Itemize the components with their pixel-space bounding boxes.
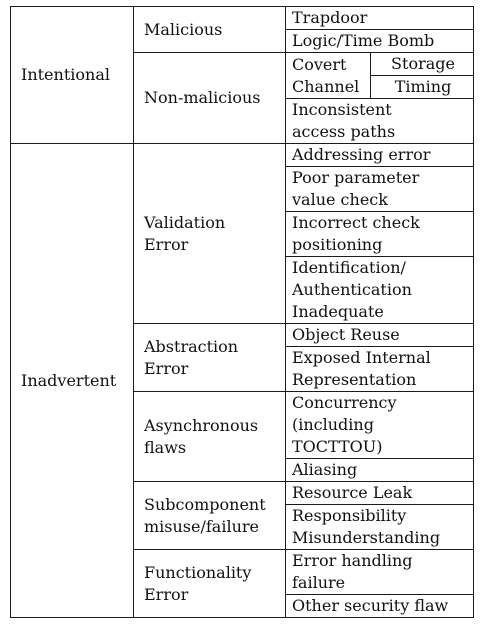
table-row: Asynchronous flaws Concurrency (includin… xyxy=(11,391,475,482)
flaw-taxonomy-table: Intentional Malicious Trapdoor Logic/Tim… xyxy=(10,6,475,618)
inadvertent-cell: Inadvertent xyxy=(10,143,134,618)
functionality-error-cell: Functionality Error xyxy=(133,549,286,618)
table-row: Inadvertent Validation Error Addressing … xyxy=(10,143,475,618)
malicious-cell: Malicious xyxy=(133,6,286,53)
responsibility-misunderstanding-cell: Responsibility Misunderstanding xyxy=(284,504,475,550)
resource-leak-cell: Resource Leak xyxy=(284,481,475,505)
table-row: Non-malicious Covert Channel Storage xyxy=(11,52,475,144)
table-row: Responsibility Misunderstanding xyxy=(11,504,475,550)
non-malicious-cell: Non-malicious xyxy=(133,52,286,144)
logic-time-bomb-cell: Logic/Time Bomb xyxy=(284,29,475,53)
aliasing-cell: Aliasing xyxy=(284,458,475,482)
table-row: Functionality Error Error handling failu… xyxy=(11,549,475,618)
table-row: Intentional Malicious Trapdoor xyxy=(10,6,475,144)
poor-parameter-check-cell: Poor parameter value check xyxy=(284,166,475,212)
table-row: Timing xyxy=(11,75,475,99)
inconsistent-access-paths-cell: Inconsistent access paths xyxy=(284,98,475,144)
table-row: Identification/ Authentication Inadequat… xyxy=(11,256,475,324)
storage-cell: Storage xyxy=(369,52,475,76)
validation-error-cell: Validation Error xyxy=(133,143,286,324)
table-row: Inconsistent access paths xyxy=(11,98,475,144)
table-row: Other security flaw xyxy=(11,594,475,618)
table-row: Logic/Time Bomb xyxy=(11,29,475,53)
concurrency-cell: Concurrency (including TOCTTOU) xyxy=(284,391,475,459)
identification-authentication-cell: Identification/ Authentication Inadequat… xyxy=(284,256,475,324)
table-row: Abstraction Error Object Reuse xyxy=(11,323,475,392)
intentional-cell: Intentional xyxy=(10,6,134,144)
table-row: Exposed Internal Representation xyxy=(11,346,475,392)
other-security-flaw-cell: Other security flaw xyxy=(284,594,475,618)
exposed-internal-representation-cell: Exposed Internal Representation xyxy=(284,346,475,392)
object-reuse-cell: Object Reuse xyxy=(284,323,475,347)
covert-channel-cell: Covert Channel xyxy=(285,52,371,99)
asynchronous-flaws-cell: Asynchronous flaws xyxy=(133,391,286,482)
abstraction-error-cell: Abstraction Error xyxy=(133,323,286,392)
table-row: Incorrect check positioning xyxy=(11,211,475,257)
table-row: Aliasing xyxy=(11,458,475,482)
addressing-error-cell: Addressing error xyxy=(284,143,475,167)
table-row: Subcomponent misuse/failure Resource Lea… xyxy=(11,481,475,550)
error-handling-failure-cell: Error handling failure xyxy=(284,549,475,595)
timing-cell: Timing xyxy=(369,75,475,99)
subcomponent-misuse-cell: Subcomponent misuse/failure xyxy=(133,481,286,550)
table-row: Poor parameter value check xyxy=(11,166,475,212)
incorrect-check-positioning-cell: Incorrect check positioning xyxy=(284,211,475,257)
trapdoor-cell: Trapdoor xyxy=(284,6,475,30)
